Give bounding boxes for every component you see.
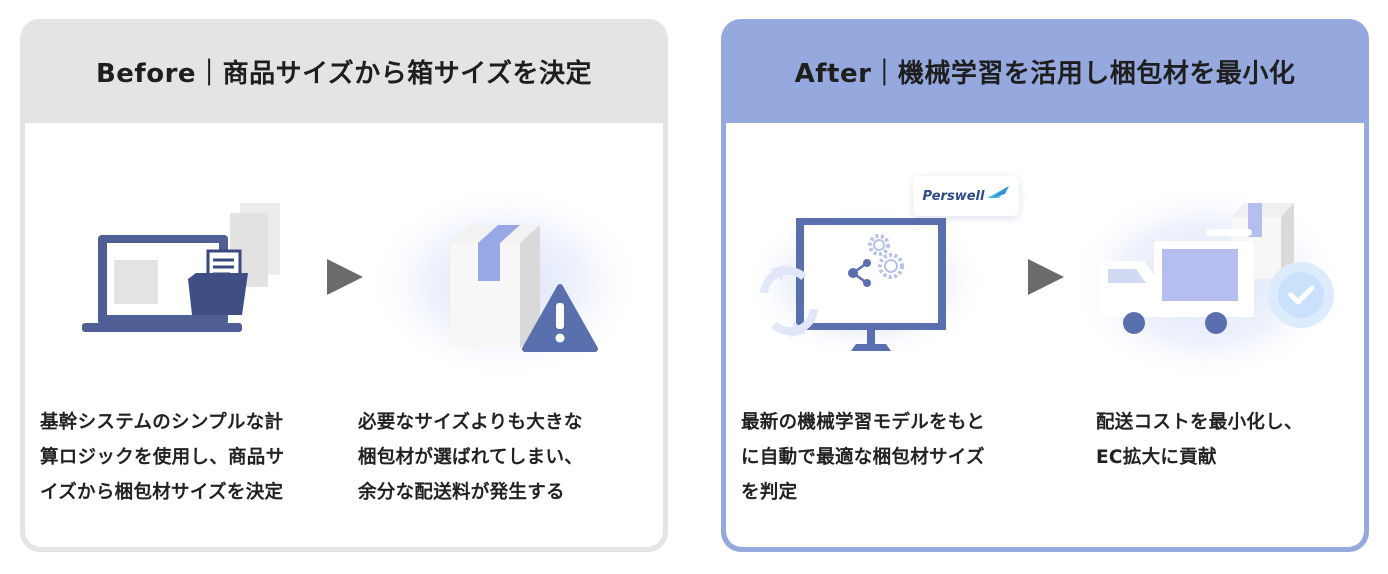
share-icon [848, 259, 871, 287]
caption-line: 余分な配送料が発生する [358, 482, 565, 503]
after-panel: After｜機械学習を活用し梱包材を最小化 [721, 19, 1369, 552]
perswell-logo-text: Perswell [922, 188, 985, 204]
caption-line: 基幹システムのシンプルな計 [40, 412, 284, 433]
after-step1-caption: 最新の機械学習モデルをもと に自動で最適な梱包材サイズ を判定 [741, 405, 985, 510]
caption-line: EC拡大に貢献 [1096, 447, 1217, 468]
caption-line: 最新の機械学習モデルをもと [741, 412, 986, 433]
wing-icon [987, 186, 1010, 198]
play-arrow-icon [327, 259, 363, 295]
delivery-truck-icon [1066, 183, 1346, 383]
caption-line: を判定 [741, 482, 798, 503]
after-body: Perswell [726, 123, 1364, 547]
refresh-arrows-icon [760, 265, 818, 337]
perswell-logo: Perswell [913, 176, 1019, 216]
caption-line: 梱包材が選ばれてしまい、 [358, 447, 584, 468]
before-step2-caption: 必要なサイズよりも大きな 梱包材が選ばれてしまい、 余分な配送料が発生する [358, 405, 583, 510]
box-warning-icon [365, 183, 645, 383]
checkmark-icon [1268, 262, 1334, 328]
monitor-ml-icon [746, 203, 991, 363]
after-title: After｜機械学習を活用し梱包材を最小化 [794, 58, 1296, 89]
before-title: Before｜商品サイズから箱サイズを決定 [95, 58, 593, 89]
before-panel: Before｜商品サイズから箱サイズを決定 [20, 19, 668, 552]
before-step1-caption: 基幹システムのシンプルな計 算ロジックを使用し、商品サ イズから梱包材サイズを決… [40, 405, 284, 510]
play-arrow-icon [1028, 259, 1064, 295]
gear-icon [868, 234, 904, 279]
before-body: 基幹システムのシンプルな計 算ロジックを使用し、商品サ イズから梱包材サイズを決… [25, 123, 663, 547]
caption-line: 配送コストを最小化し、 [1096, 412, 1303, 433]
laptop-documents-icon [82, 203, 280, 332]
caption-line: 必要なサイズよりも大きな [358, 412, 583, 433]
after-step2-caption: 配送コストを最小化し、 EC拡大に貢献 [1096, 405, 1303, 475]
caption-line: 算ロジックを使用し、商品サ [40, 447, 285, 468]
caption-line: に自動で最適な梱包材サイズ [741, 447, 985, 468]
caption-line: イズから梱包材サイズを決定 [40, 482, 284, 503]
